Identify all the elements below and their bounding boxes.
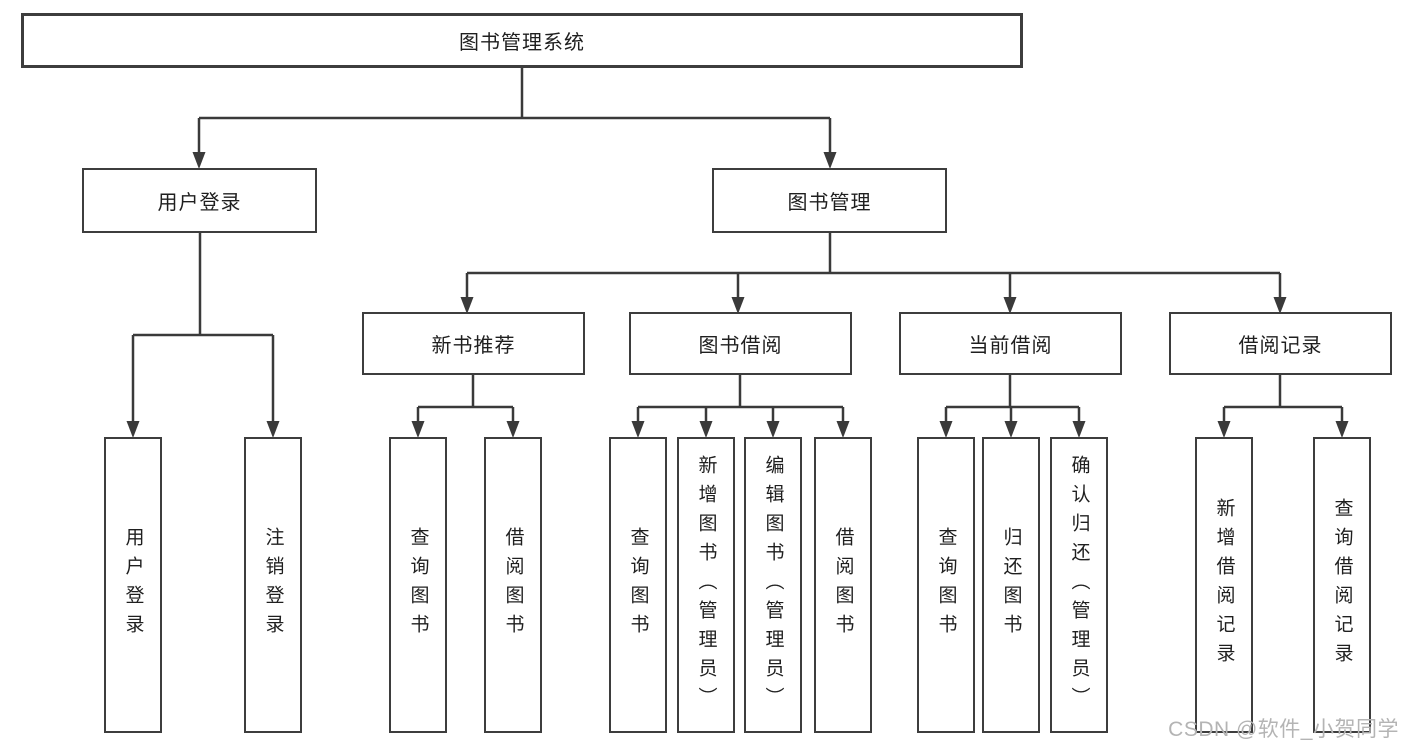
node-current-borrowing: 当前借阅 [899, 312, 1122, 375]
node-label: 查询借阅记录 [1331, 498, 1353, 672]
leaf-logout: 注销登录 [244, 437, 302, 733]
node-label: 新增图书（管理员） [695, 454, 717, 716]
leaf-return-books: 归还图书 [982, 437, 1040, 733]
node-label: 图书借阅 [698, 335, 783, 357]
leaf-borrow-books-borrowing: 借阅图书 [814, 437, 872, 733]
node-label: 确认归还（管理员） [1068, 454, 1090, 716]
node-label: 查询图书 [407, 527, 429, 643]
node-label: 查询图书 [935, 527, 957, 643]
node-label: 新增借阅记录 [1213, 498, 1235, 672]
node-label: 新书推荐 [431, 335, 516, 357]
leaf-user-login: 用户登录 [104, 437, 162, 733]
leaf-confirm-return-admin: 确认归还（管理员） [1050, 437, 1108, 733]
node-label: 用户登录 [157, 192, 242, 214]
leaf-query-borrow-record: 查询借阅记录 [1313, 437, 1371, 733]
node-label: 查询图书 [627, 527, 649, 643]
leaf-query-books-borrowing: 查询图书 [609, 437, 667, 733]
node-label: 归还图书 [1000, 527, 1022, 643]
csdn-watermark: CSDN @软件_小贺同学 [1168, 718, 1399, 741]
node-label: 图书管理系统 [459, 32, 585, 54]
node-library-management-system: 图书管理系统 [21, 13, 1023, 68]
leaf-edit-books-admin: 编辑图书（管理员） [744, 437, 802, 733]
leaf-add-books-admin: 新增图书（管理员） [677, 437, 735, 733]
node-user-login: 用户登录 [82, 168, 317, 233]
leaf-query-books-current: 查询图书 [917, 437, 975, 733]
node-new-book-recommendation: 新书推荐 [362, 312, 585, 375]
leaf-add-borrow-record: 新增借阅记录 [1195, 437, 1253, 733]
node-label: 借阅图书 [502, 527, 524, 643]
node-borrowing-records: 借阅记录 [1169, 312, 1392, 375]
leaf-borrow-books-recommend: 借阅图书 [484, 437, 542, 733]
node-label: 借阅图书 [832, 527, 854, 643]
node-label: 用户登录 [122, 527, 144, 643]
node-label: 当前借阅 [968, 335, 1053, 357]
arrowheads [126, 152, 1349, 438]
node-book-management: 图书管理 [712, 168, 947, 233]
node-book-borrowing: 图书借阅 [629, 312, 852, 375]
node-label: 借阅记录 [1238, 335, 1323, 357]
node-label: 注销登录 [262, 527, 284, 643]
leaf-query-books-recommend: 查询图书 [389, 437, 447, 733]
node-label: 图书管理 [787, 192, 872, 214]
node-label: 编辑图书（管理员） [762, 454, 784, 716]
